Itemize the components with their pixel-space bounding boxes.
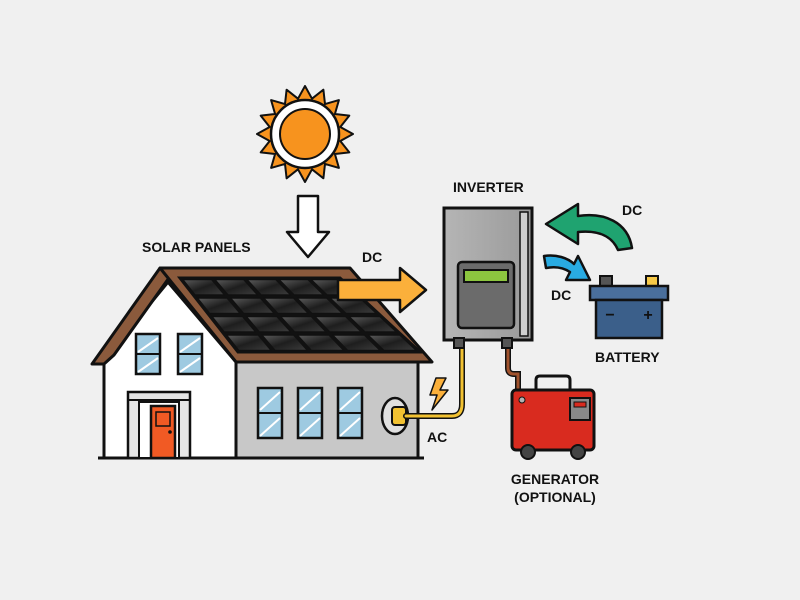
lightning-icon	[429, 377, 449, 411]
generator-label-line2: (OPTIONAL)	[514, 489, 596, 505]
dc-arrow-panels-to-inverter	[336, 266, 428, 314]
dc-label-panels: DC	[362, 249, 382, 265]
battery-minus-sign: −	[605, 307, 614, 324]
front-door	[126, 390, 192, 460]
window	[256, 386, 284, 440]
solar-panel-cell	[296, 297, 344, 314]
dc-label-inverter-to-battery: DC	[551, 287, 571, 303]
solar-panel-cell	[314, 316, 363, 333]
window	[176, 332, 204, 376]
solar-panel-cell	[246, 279, 292, 296]
solar-panel-cell	[278, 279, 325, 296]
down-arrow-icon	[285, 194, 331, 259]
solar-panel-cell	[367, 334, 418, 351]
dc-arrow-battery-to-inverter	[544, 202, 634, 252]
solar-panel-cell	[348, 316, 398, 333]
power-outlet-icon	[380, 396, 410, 436]
battery-icon: − +	[588, 275, 670, 340]
solar-panel-cell	[296, 334, 345, 351]
inverter-label: INVERTER	[453, 179, 524, 195]
solar-panel-cell	[279, 316, 327, 333]
ac-label: AC	[427, 429, 447, 445]
window	[336, 386, 364, 440]
generator-label-line1: GENERATOR	[511, 471, 599, 487]
solar-panels-label: SOLAR PANELS	[142, 239, 251, 255]
solar-panel-cell	[261, 334, 309, 351]
generator-icon	[510, 374, 596, 460]
window	[296, 386, 324, 440]
inverter-icon	[442, 206, 534, 349]
battery-label: BATTERY	[595, 349, 660, 365]
solar-panel-cell	[182, 279, 226, 296]
solar-panel-cell	[230, 297, 275, 314]
solar-panel-cell	[225, 334, 272, 351]
solar-panel-cell	[196, 297, 241, 314]
window	[134, 332, 162, 376]
sun-icon	[256, 85, 354, 183]
dc-label-battery-to-inverter: DC	[622, 202, 642, 218]
solar-panel-cell	[332, 334, 381, 351]
dc-arrow-inverter-to-battery	[542, 254, 592, 282]
battery-plus-sign: +	[643, 307, 652, 324]
solar-panel-cell	[214, 279, 259, 296]
solar-panel-cell	[245, 316, 292, 333]
solar-panel-cell	[263, 297, 309, 314]
solar-panel-cell	[211, 316, 257, 333]
